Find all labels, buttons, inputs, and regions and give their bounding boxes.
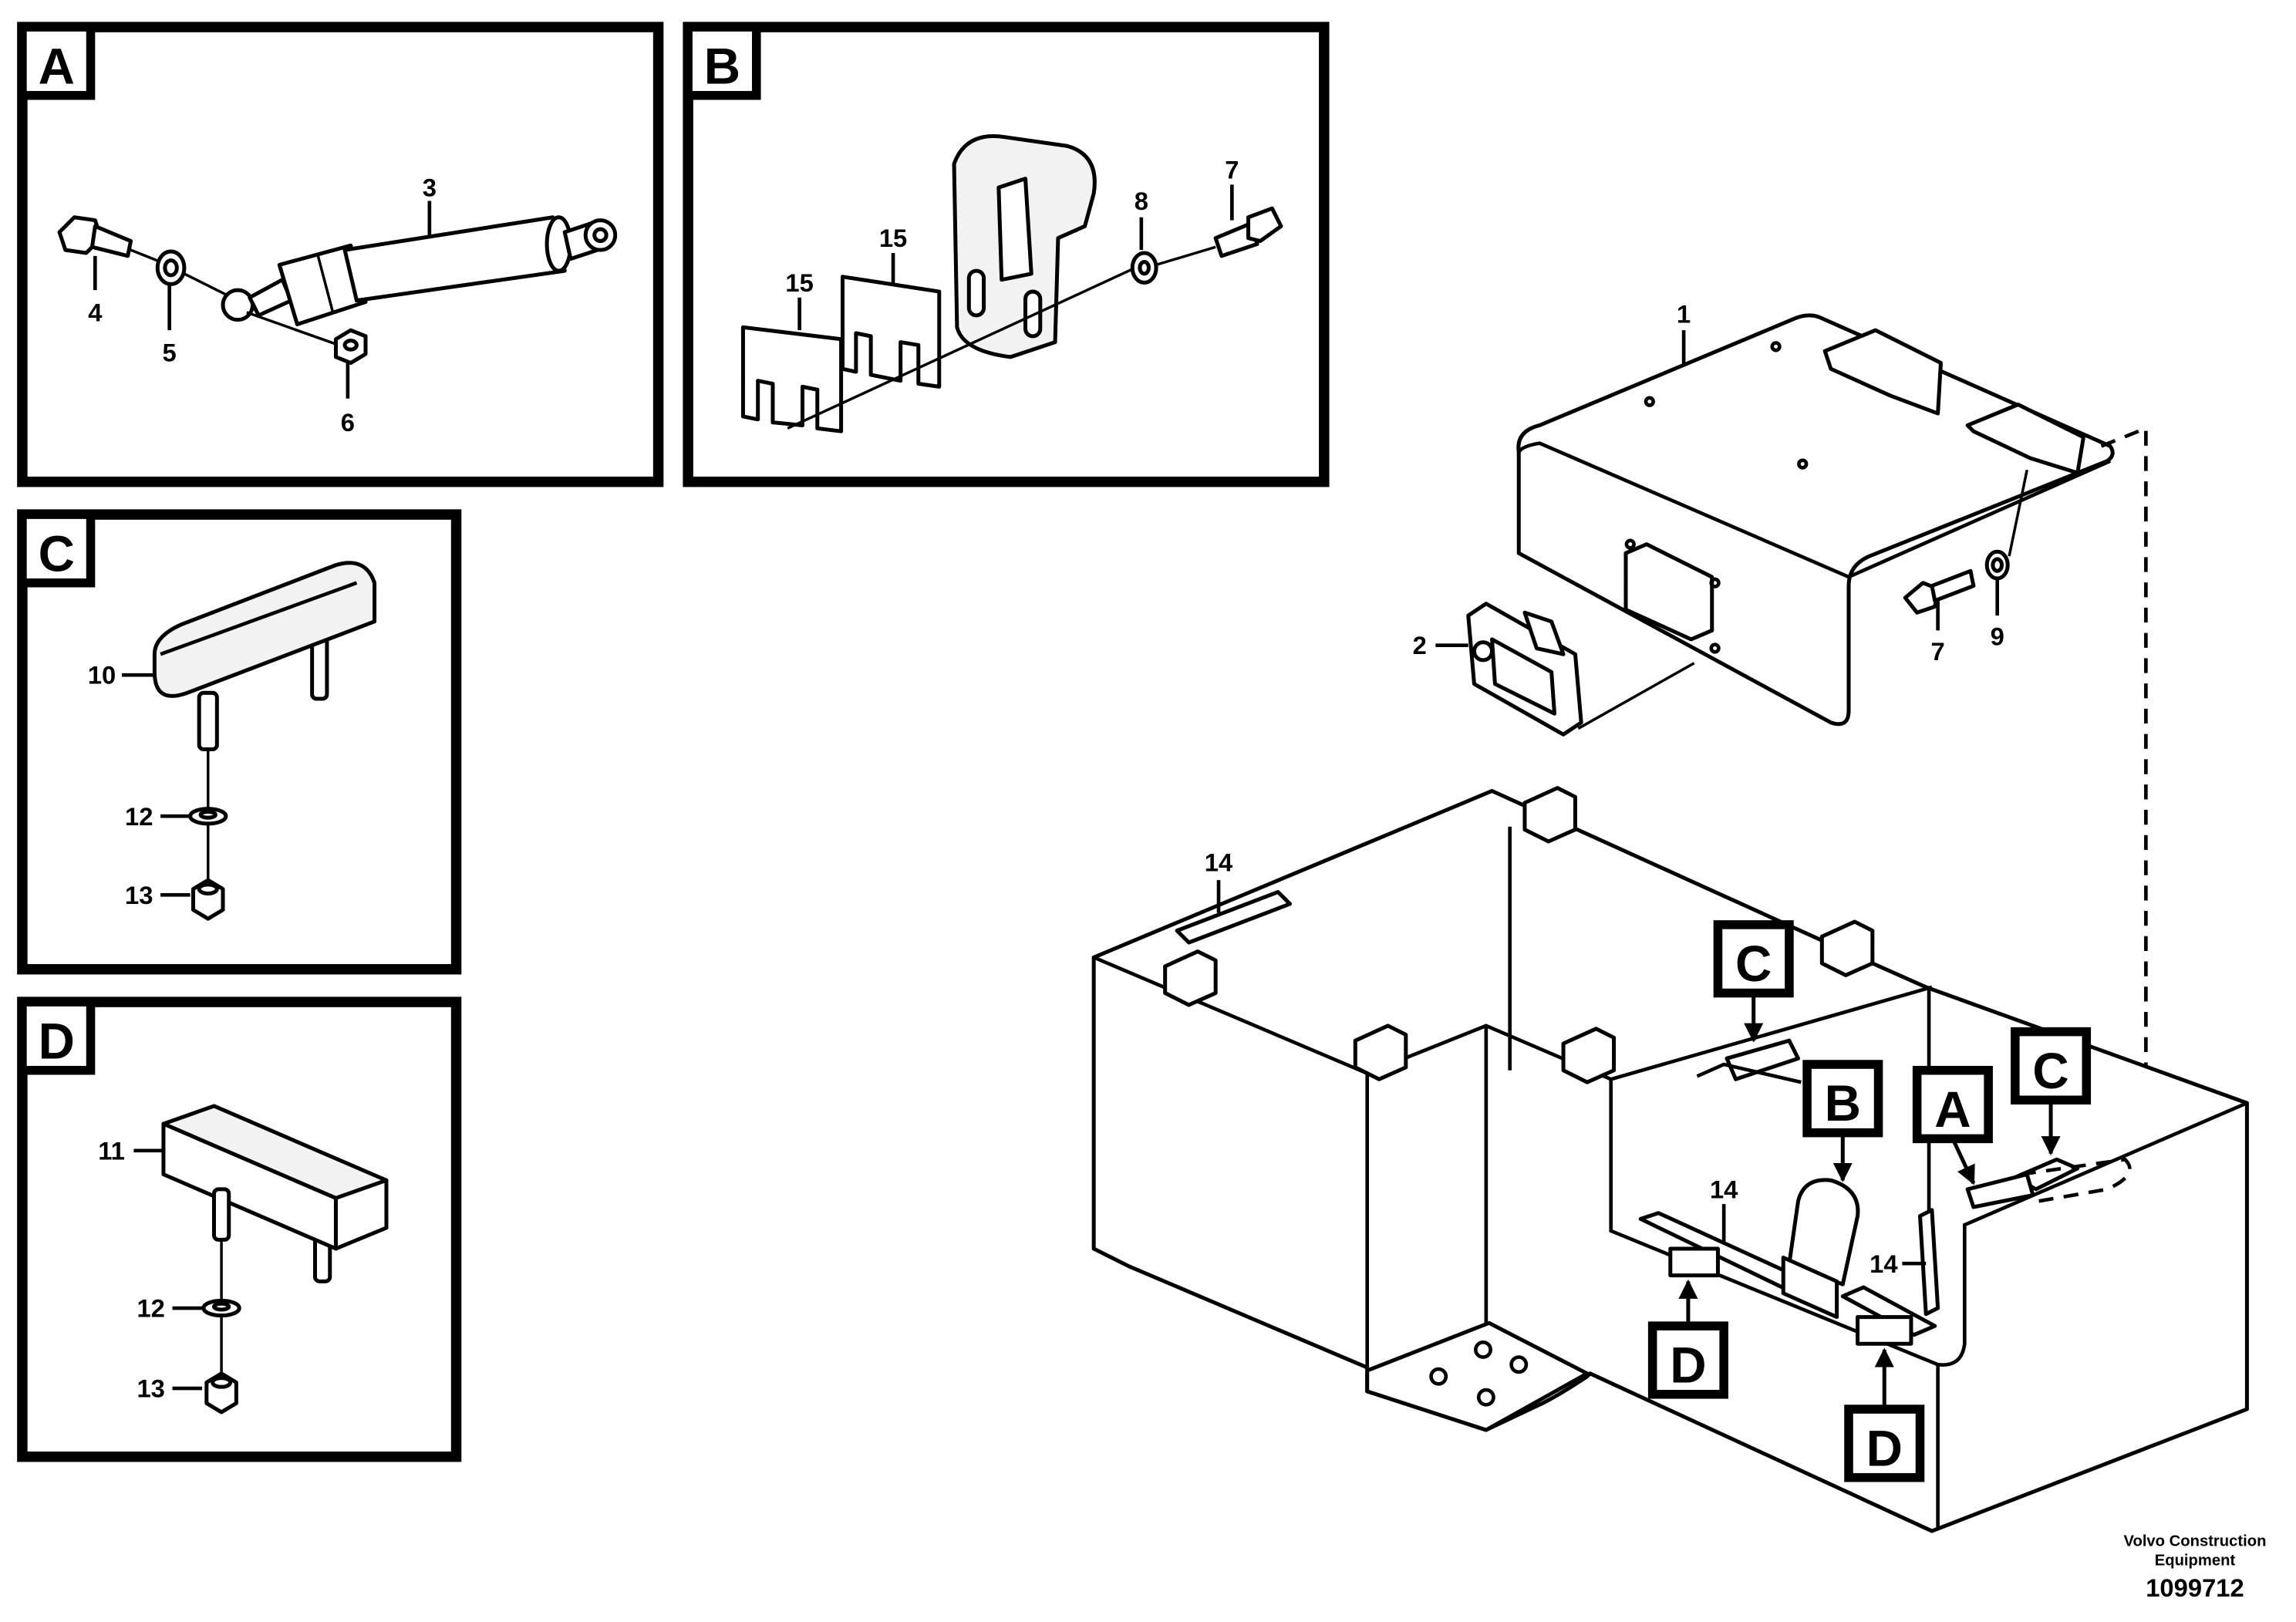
company-name-line1: Volvo Construction [2123,1533,2266,1549]
part-number-15a: 15 [785,268,813,297]
part-number-11: 11 [98,1136,125,1165]
hinge-bracket-icon [952,134,1097,359]
shim-icon [740,325,844,433]
callout-d-1[interactable]: D [1647,1279,1728,1399]
panel-b-tag: B [704,38,740,94]
part-number-9: 9 [1991,622,2004,651]
latch-icon [1466,602,1583,737]
nut-icon [204,1371,238,1415]
panel-c-tag: C [39,525,75,582]
part-number-13: 13 [125,881,153,909]
callout-c-2[interactable]: C [2011,1027,2092,1156]
part-number-12: 12 [125,802,153,831]
callout-c-1[interactable]: C [1713,920,1794,1043]
part-number-14c: 14 [1870,1249,1898,1278]
cover-lid-icon [1516,313,2115,727]
gas-strut-icon [221,215,618,326]
washer-icon [201,1298,241,1318]
part-number-14b: 14 [1710,1175,1738,1203]
part-number-13: 13 [137,1374,164,1403]
svg-text:A: A [1934,1081,1971,1138]
svg-text:C: C [1735,936,1772,992]
drawing-number: 1099712 [2146,1573,2244,1602]
nut-icon [333,328,368,366]
detail-panel-c: C 10 12 13 [17,509,462,975]
part-number-2: 2 [1413,631,1427,659]
part-number-7: 7 [1225,156,1239,184]
part-number-1: 1 [1677,300,1691,329]
nut-icon [190,878,225,921]
part-number-14a: 14 [1205,848,1233,877]
callout-b[interactable]: B [1802,1060,1883,1182]
main-assembly: 1 2 7 9 14 14 14 C B A C [1091,300,2249,1533]
svg-text:C: C [2032,1043,2068,1099]
part-number-6: 6 [341,408,355,437]
part-number-10: 10 [88,661,116,690]
part-number-3: 3 [423,174,437,202]
detail-panel-d: D 11 12 13 [17,996,462,1462]
svg-text:B: B [1825,1075,1861,1131]
part-number-4: 4 [88,298,103,327]
part-number-15b: 15 [879,224,907,252]
bolt-icon [1903,568,1976,615]
part-number-12: 12 [137,1294,164,1323]
detail-panel-a: A 3 [17,22,664,487]
panel-d-tag: D [39,1013,75,1069]
part-number-5: 5 [163,339,177,367]
washer-icon [1984,549,2010,581]
rubber-block-icon [161,1104,389,1283]
rubber-buffer-icon [152,561,377,752]
svg-text:D: D [1866,1420,1903,1476]
storage-box-icon [1091,786,2249,1533]
panel-a-tag: A [39,38,75,94]
detail-panel-b: B 15 15 8 [683,22,1330,487]
bolt-icon [1213,206,1283,258]
shim-icon [841,275,942,389]
callout-d-2[interactable]: D [1844,1347,1925,1482]
bolt-icon [57,215,133,258]
callout-a[interactable]: A [1912,1065,1993,1185]
part-number-8: 8 [1135,187,1148,215]
washer-icon [155,249,187,286]
washer-icon [188,807,228,826]
part-number-7-main: 7 [1931,637,1945,666]
washer-icon [1130,251,1158,285]
footer-block: Volvo Construction Equipment 1099712 [2123,1533,2266,1602]
svg-text:D: D [1670,1337,1706,1393]
company-name-line2: Equipment [2155,1552,2236,1569]
